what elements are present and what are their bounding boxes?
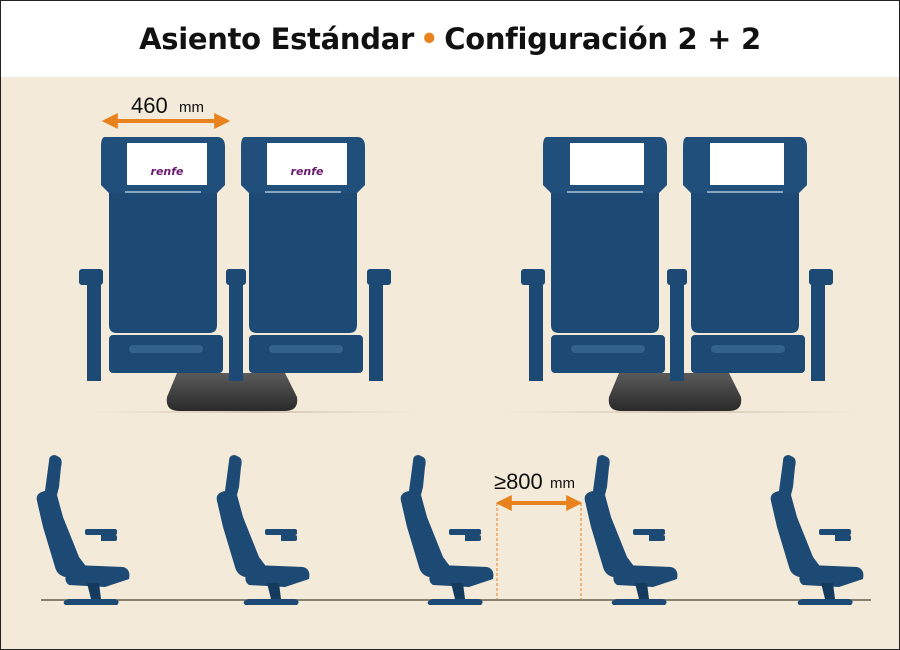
seat-pitch-dimension: ≥800 mm: [494, 469, 583, 599]
title-seat-class: Asiento Estándar: [139, 22, 414, 56]
side-seat: [584, 455, 678, 605]
seat-width-value: 460: [131, 93, 168, 118]
armrest: [79, 269, 103, 285]
floor-line: [501, 411, 861, 413]
title-configuration: Configuración 2 + 2: [444, 22, 761, 56]
armrest: [367, 269, 391, 285]
armrest: [809, 269, 833, 285]
seat-width-unit: mm: [179, 99, 204, 116]
armrest-post: [229, 285, 243, 381]
title-bar: Asiento Estándar•Configuración 2 + 2: [1, 1, 899, 77]
seat-pitch-value: ≥800: [494, 469, 543, 494]
seat-width-dimension: 460 mm: [101, 93, 231, 129]
renfe-logo: renfe: [291, 165, 325, 178]
armrest-post: [369, 285, 383, 381]
armrest: [226, 269, 246, 285]
seat-pedestal: [166, 373, 298, 411]
armrest-post: [529, 285, 543, 381]
side-seat: [216, 455, 310, 605]
armrest: [521, 269, 545, 285]
page-title: Asiento Estándar•Configuración 2 + 2: [139, 22, 761, 56]
front-seat-pair-left: renfe renfe: [79, 136, 391, 411]
title-separator-dot: •: [419, 22, 439, 56]
renfe-logo: renfe: [151, 165, 185, 178]
headrest-cover: [570, 143, 644, 185]
seat-pitch-unit: mm: [550, 475, 575, 492]
side-seat: [770, 455, 864, 605]
armrest-post: [811, 285, 825, 381]
front-seat-pair-right: [521, 136, 833, 411]
floor-line: [91, 411, 421, 413]
armrest: [667, 269, 687, 285]
headrest-cover: [127, 143, 207, 185]
headrest-cover: [710, 143, 784, 185]
seat-pedestal: [608, 373, 742, 411]
armrest-post: [87, 285, 101, 381]
armrest-post: [670, 285, 684, 381]
side-seat: [36, 455, 130, 605]
headrest-cover: [267, 143, 347, 185]
side-seat-row: [36, 455, 871, 605]
side-seat: [400, 455, 494, 605]
seat-diagram: renfe renfe 460 mm: [36, 93, 871, 605]
